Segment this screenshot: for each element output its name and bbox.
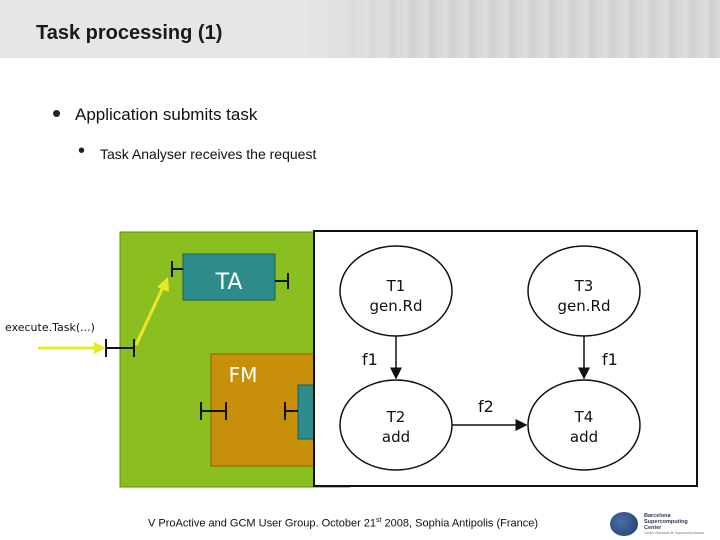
task-node-t2-name: T2 [386,408,406,426]
task-node-t4: T4 add [527,379,641,471]
task-node-t2: T2 add [339,379,453,471]
task-node-t4-op: add [570,428,598,446]
task-node-t3: T3 gen.Rd [527,245,641,337]
title-bar: Task processing (1) [0,0,720,58]
task-node-t1-op: gen.Rd [370,297,423,315]
ta-label: TA [215,270,243,295]
sub-bullet-icon: • [78,140,86,162]
logo-tagline: Centro Nacional de Supercomputación [644,531,705,535]
to-ta-arrowhead [157,277,169,292]
footer-rest: Active and GCM User Group. October 21 [175,517,377,530]
logo-line-3: Center [644,525,662,531]
ta-component-box [182,253,276,301]
task-node-t4-name: T4 [574,408,594,426]
footer-prefix: V Pro [148,517,176,530]
header-photo-fade [300,0,720,58]
logo-line-2: Supercomputing [644,519,688,525]
task-node-t4-shape [527,379,641,471]
fm-label: FM [229,363,258,387]
task-node-t1: T1 gen.Rd [339,245,453,337]
task-node-t3-op: gen.Rd [558,297,611,315]
footer-sup: st [376,517,382,524]
slide-title: Task processing (1) [36,22,223,44]
edge-label-t2-t4: f2 [478,397,494,416]
bsc-logo-text: Barcelona Supercomputing Center [644,513,688,531]
incoming-call-arrowhead [94,342,106,354]
edge-label-t1-t2: f1 [362,350,378,369]
bullet-text-2: Task Analyser receives the request [100,146,317,162]
footer-end: 2008, Sophia Antipolis (France) [381,517,539,530]
bullet-icon: • [52,98,62,128]
task-node-t2-op: add [382,428,410,446]
execute-task-label: execute.Task(...) [5,321,95,334]
edge-label-t3-t4: f1 [602,350,618,369]
to-ta-arrow [134,284,166,346]
slide-footer: V ProActive and GCM User Group. October … [148,517,538,530]
bullet-text-1: Application submits task [75,105,258,124]
bsc-logo: Barcelona Supercomputing Center Centro N… [606,511,716,537]
task-node-t1-name: T1 [386,277,406,295]
bsc-logo-icon [610,512,638,536]
task-node-t3-name: T3 [574,277,594,295]
logo-line-1: Barcelona [644,513,671,519]
